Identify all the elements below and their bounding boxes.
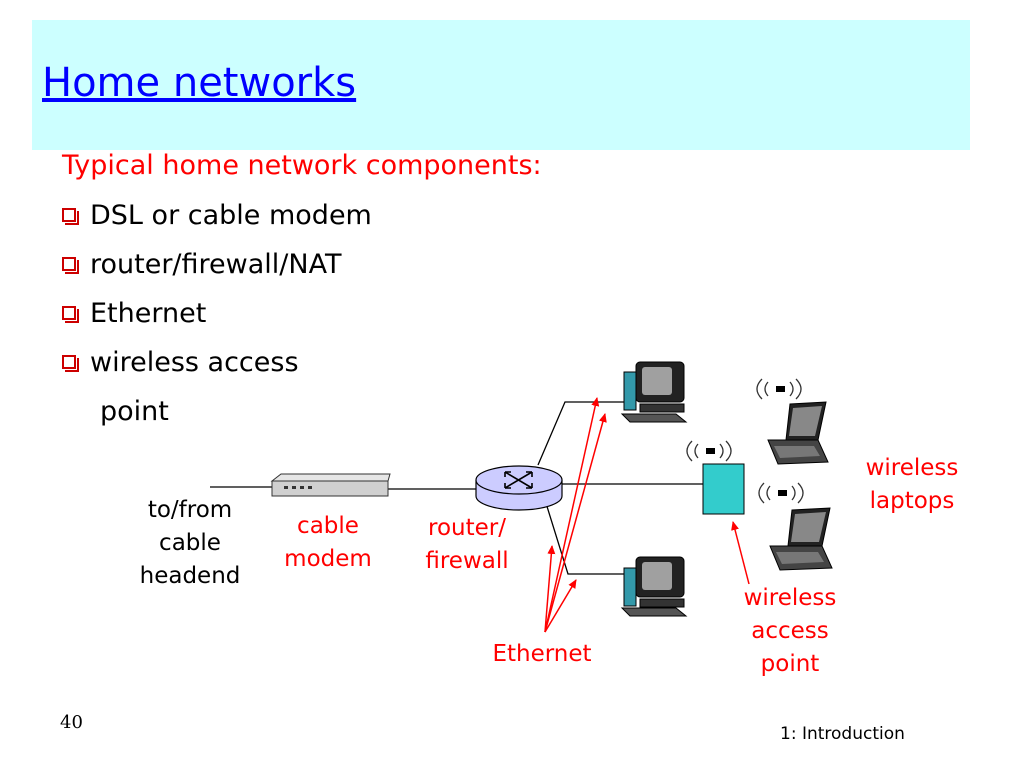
router-icon: [475, 465, 563, 511]
bullet-box-icon: [62, 208, 79, 225]
cable-modem-icon: [270, 473, 391, 497]
access-point-label: wireless access point: [743, 585, 837, 677]
footer-text: 1: Introduction: [780, 724, 905, 744]
slide-subtitle: Typical home network components:: [62, 150, 542, 181]
desktop-computer-icon: [620, 361, 688, 423]
bullet-item: DSL or cable modem: [62, 200, 372, 231]
wireless-laptop-icon: [756, 378, 829, 465]
bullet-continuation: point: [100, 396, 169, 427]
bullet-box-icon: [62, 257, 79, 274]
desktop-computer-icon: [620, 556, 688, 617]
annotation-arrows: [544, 397, 750, 633]
wireless-laptops-label: wireless laptops: [865, 455, 959, 514]
bullet-item: router/firewall/NAT: [62, 249, 341, 280]
wireless-laptop-icon: [758, 482, 833, 571]
page-number: 40: [60, 712, 83, 733]
bullet-box-icon: [62, 355, 79, 372]
headend-label: to/from cable headend: [139, 497, 241, 589]
wireless-access-point-icon: [686, 440, 745, 515]
bullet-item: wireless access: [62, 347, 299, 378]
title-band: [32, 20, 970, 150]
bullet-box-icon: [62, 306, 79, 323]
slide-title: Home networks: [42, 60, 357, 106]
cable-modem-label: cable modem: [284, 513, 372, 572]
network-links: [210, 401, 703, 575]
ethernet-label: Ethernet: [492, 641, 592, 667]
bullet-item: Ethernet: [62, 298, 206, 329]
router-label: router/ firewall: [425, 515, 509, 574]
